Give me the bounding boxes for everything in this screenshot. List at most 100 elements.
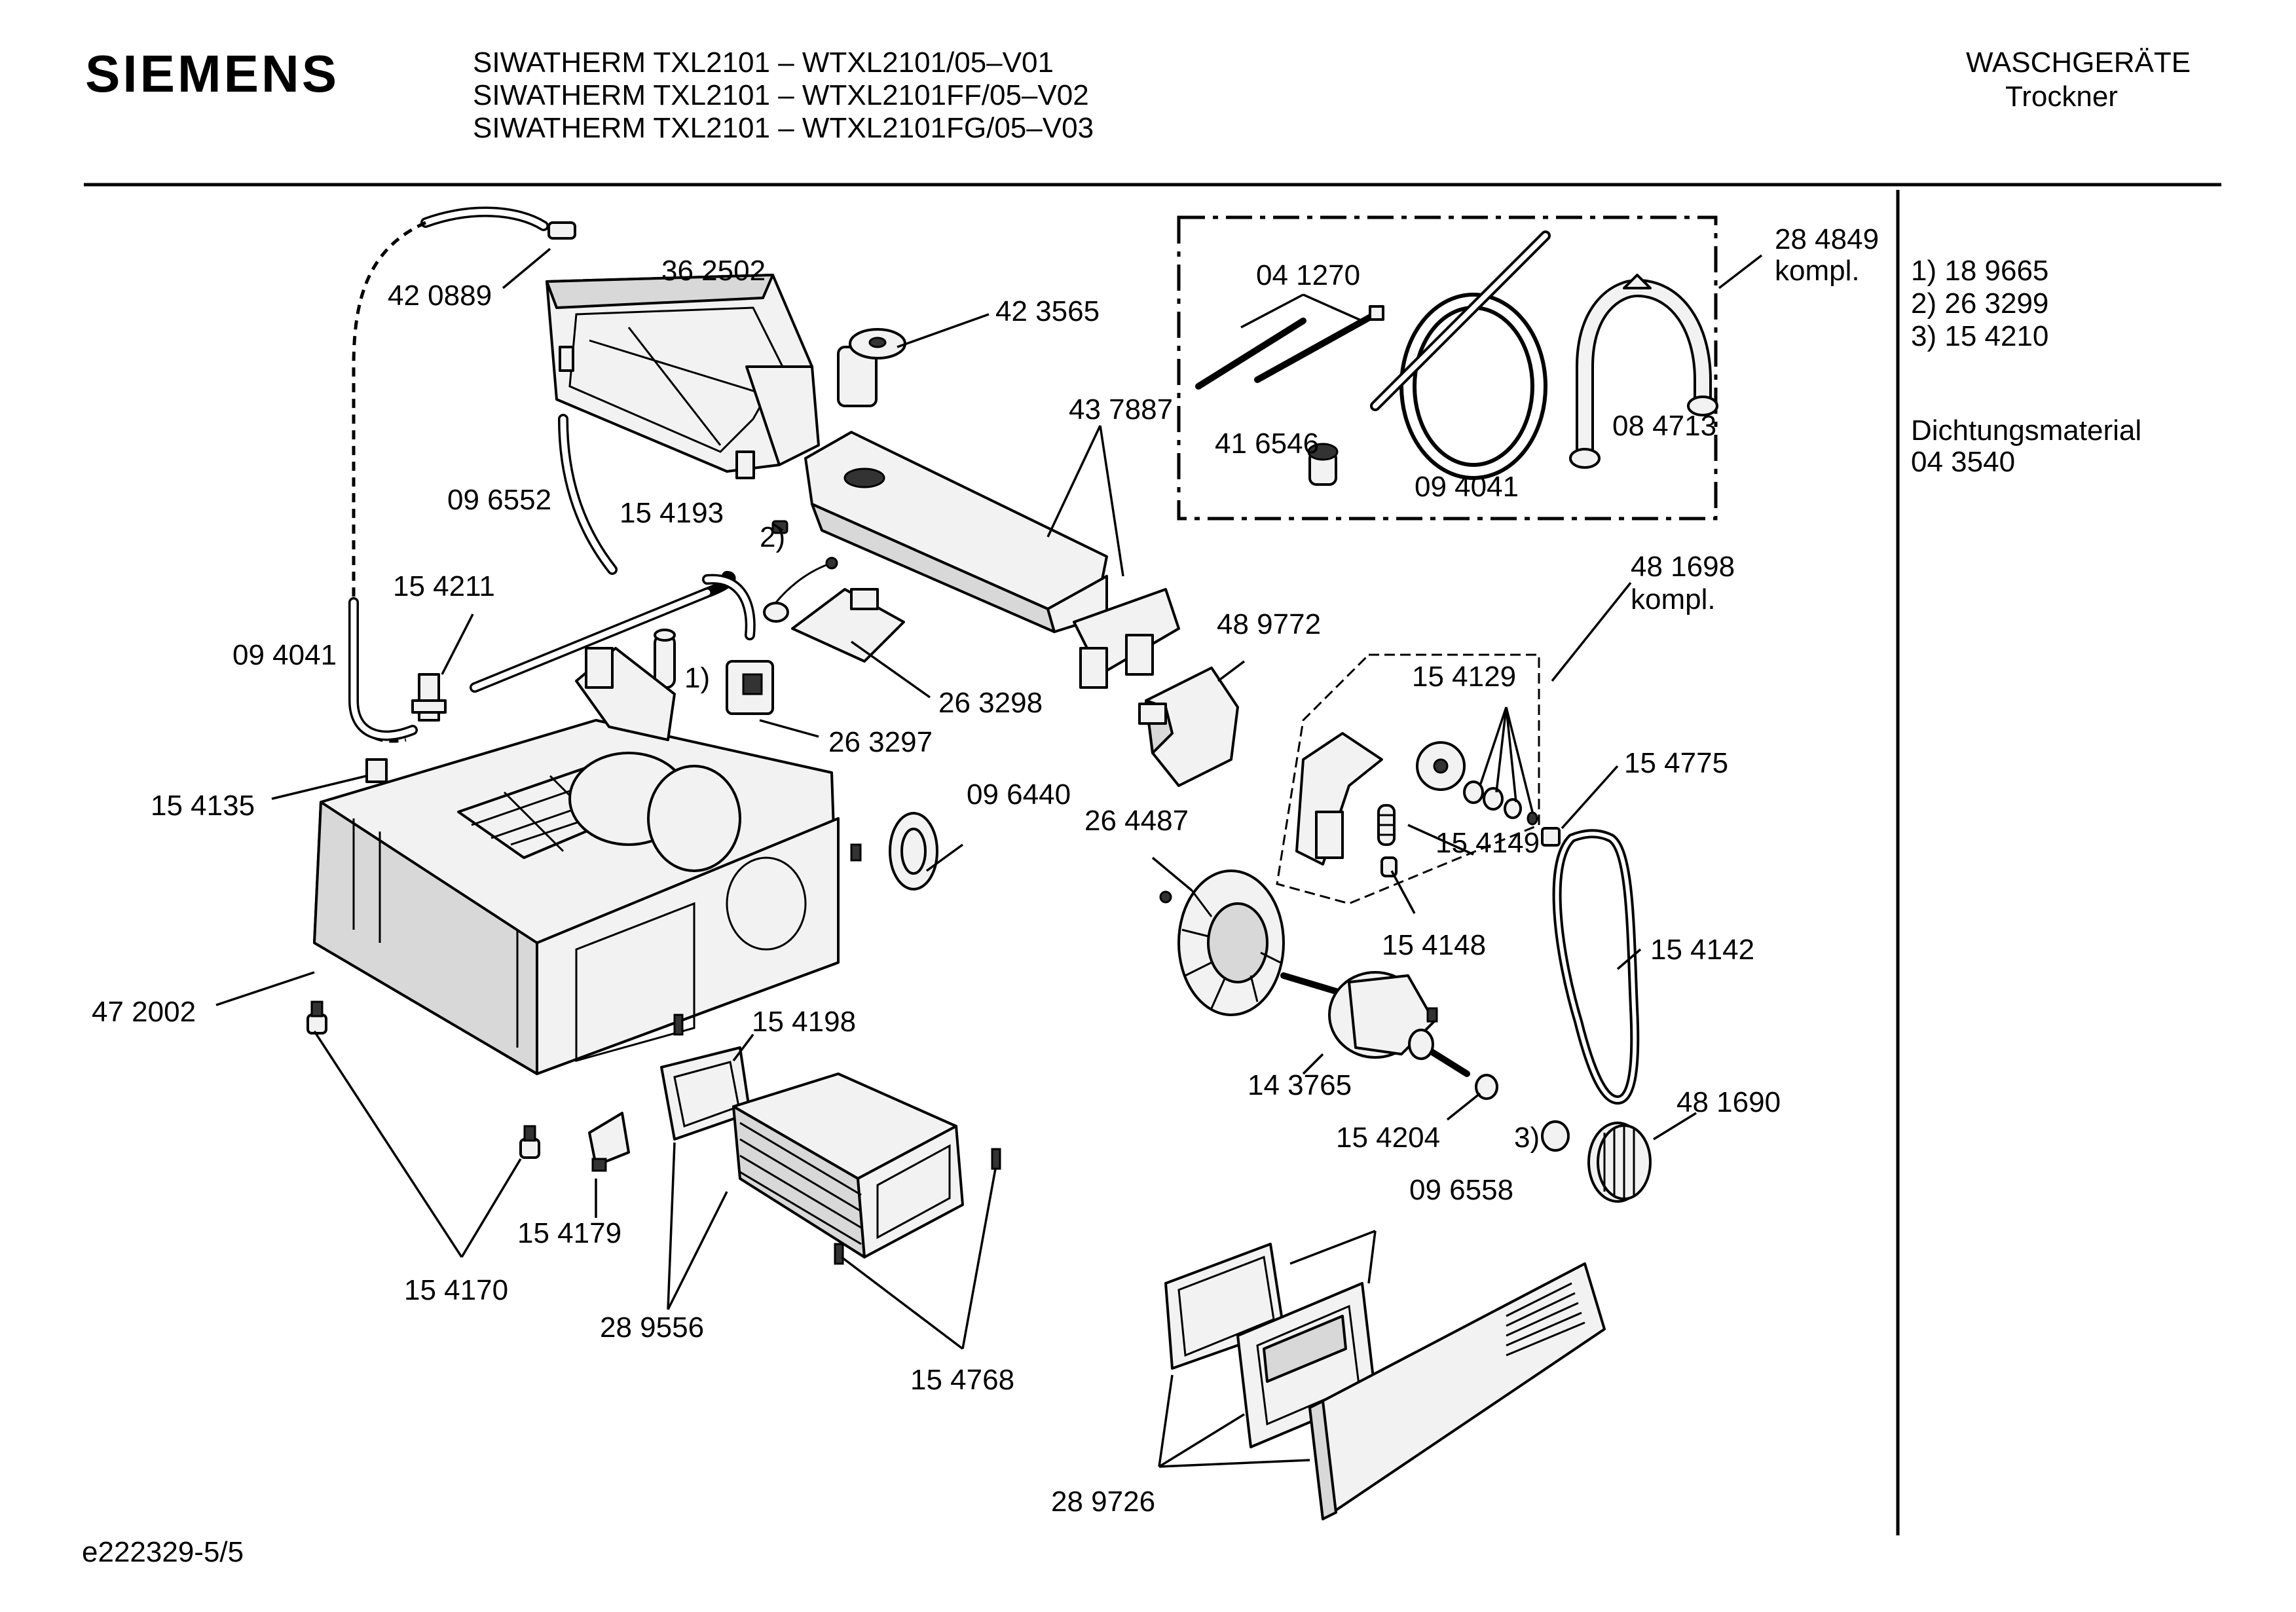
condenser-screw-1 bbox=[834, 1243, 844, 1265]
hose-connector-nozzle bbox=[1307, 443, 1339, 486]
label-264487: 26 4487 bbox=[1084, 805, 1189, 837]
condenser bbox=[732, 1072, 964, 1258]
drain-hose-lower bbox=[348, 597, 418, 741]
pulley-washers bbox=[1463, 780, 1538, 826]
clip-screw bbox=[673, 1014, 684, 1036]
motor-coupling bbox=[1475, 1074, 1498, 1100]
model-line-2: SIWATHERM TXL2101 – WTXL2101FF/05–V02 bbox=[473, 79, 1089, 111]
label-481698: 48 1698 bbox=[1631, 551, 1735, 583]
leader-lines bbox=[215, 247, 1763, 1468]
pump-bracket bbox=[791, 588, 905, 663]
fan-nut bbox=[1159, 890, 1172, 904]
label-154768: 15 4768 bbox=[910, 1364, 1014, 1396]
drive-motor bbox=[1280, 971, 1470, 1077]
label-420889: 42 0889 bbox=[388, 280, 492, 312]
brand-logo: SIEMENS bbox=[85, 45, 339, 103]
hose-connector bbox=[547, 221, 576, 240]
note-item-2: 2) 26 3299 bbox=[1911, 287, 2048, 320]
label-041270: 04 1270 bbox=[1256, 259, 1360, 291]
label-263298: 26 3298 bbox=[938, 687, 1043, 719]
label-note-1: 1) bbox=[684, 662, 710, 694]
label-154204: 15 4204 bbox=[1336, 1122, 1440, 1154]
subcategory-title: Trockner bbox=[2005, 81, 2118, 113]
foot-1 bbox=[306, 1000, 327, 1035]
pump-motor bbox=[726, 660, 774, 715]
label-154179: 15 4179 bbox=[517, 1217, 621, 1249]
cable-tie-1 bbox=[1195, 318, 1306, 390]
label-362502: 36 2502 bbox=[661, 255, 766, 287]
condenser-screw-2 bbox=[991, 1148, 1001, 1170]
label-437887: 43 7887 bbox=[1069, 394, 1173, 426]
label-096552: 09 6552 bbox=[447, 484, 551, 516]
label-096440: 09 6440 bbox=[967, 779, 1071, 811]
hose-bracket bbox=[1569, 274, 1718, 469]
label-note-3: 3) bbox=[1514, 1122, 1540, 1154]
seal-ring bbox=[889, 812, 938, 890]
tension-spring bbox=[1377, 804, 1396, 846]
foot-2 bbox=[519, 1125, 540, 1159]
label-note-2: 2) bbox=[760, 521, 785, 553]
label-kompl-2: kompl. bbox=[1631, 583, 1716, 615]
condensate-channel bbox=[804, 431, 1108, 633]
hose-coil bbox=[1370, 230, 1551, 480]
label-094041: 09 4041 bbox=[232, 639, 337, 671]
label-472002: 47 2002 bbox=[92, 996, 196, 1028]
hinge-clip bbox=[588, 1112, 630, 1172]
note-item-1: 1) 18 9665 bbox=[1911, 255, 2048, 287]
tensioner-bracket bbox=[1295, 732, 1383, 866]
model-line-1: SIWATHERM TXL2101 – WTXL2101/05–V01 bbox=[473, 46, 1054, 79]
part-labels: 42 0889 36 2502 42 3565 43 7887 09 6552 … bbox=[92, 223, 1879, 1518]
nut-3 bbox=[1541, 1120, 1570, 1152]
label-489772: 48 9772 bbox=[1217, 608, 1321, 640]
hose-holder bbox=[411, 673, 447, 722]
label-423565: 42 3565 bbox=[995, 295, 1100, 327]
label-154135: 15 4135 bbox=[151, 790, 255, 822]
label-481690: 48 1690 bbox=[1676, 1086, 1781, 1118]
label-094041-kit: 09 4041 bbox=[1415, 471, 1519, 503]
motor-pulley bbox=[1587, 1122, 1652, 1203]
label-154193: 15 4193 bbox=[620, 497, 724, 529]
label-289556: 28 9556 bbox=[600, 1311, 704, 1344]
screw-154775 bbox=[1541, 827, 1561, 847]
fan-bearing-mount bbox=[1138, 667, 1239, 787]
category-title: WASCHGERÄTE bbox=[1966, 46, 2191, 79]
control-panel-cover bbox=[1308, 1262, 1606, 1520]
label-154198: 15 4198 bbox=[752, 1006, 856, 1038]
drive-belt bbox=[1552, 829, 1640, 1105]
sealing-material-label: Dichtungsmaterial bbox=[1911, 414, 2141, 447]
small-screw bbox=[850, 843, 862, 862]
thermostat-sensor bbox=[763, 557, 838, 623]
label-263297: 26 3297 bbox=[828, 726, 933, 758]
base-clip bbox=[365, 758, 388, 783]
kit-box bbox=[1177, 215, 1718, 521]
water-container bbox=[546, 274, 820, 479]
tensioner-group-outline bbox=[1276, 653, 1540, 905]
clip-part bbox=[771, 520, 788, 534]
label-284849: 28 4849 bbox=[1775, 223, 1879, 255]
cable-tie-2 bbox=[1254, 311, 1379, 383]
float-switch bbox=[654, 629, 676, 689]
base-frame bbox=[313, 647, 840, 1075]
drain-hose-dashed bbox=[352, 221, 427, 743]
label-084713: 08 4713 bbox=[1612, 410, 1716, 442]
channel-cover bbox=[1073, 588, 1180, 689]
label-096558: 09 6558 bbox=[1409, 1174, 1513, 1206]
label-154170: 15 4170 bbox=[404, 1274, 508, 1306]
label-154148: 15 4148 bbox=[1382, 929, 1486, 961]
model-line-3: SIWATHERM TXL2101 – WTXL2101FG/05–V03 bbox=[473, 112, 1094, 144]
label-154775: 15 4775 bbox=[1624, 747, 1728, 779]
note-item-3: 3) 15 4210 bbox=[1911, 320, 2048, 352]
label-143765: 14 3765 bbox=[1248, 1069, 1352, 1101]
label-289726: 28 9726 bbox=[1051, 1486, 1155, 1518]
label-kompl-1: kompl. bbox=[1775, 255, 1860, 287]
label-154129: 15 4129 bbox=[1412, 661, 1516, 693]
diagram-code: e222329-5/5 bbox=[82, 1536, 244, 1568]
label-154142: 15 4142 bbox=[1650, 934, 1754, 966]
tension-pulley bbox=[1416, 741, 1466, 791]
sealing-material-number: 04 3540 bbox=[1911, 446, 2015, 478]
filler-cap bbox=[837, 328, 906, 407]
fan-wheel bbox=[1177, 870, 1285, 1016]
label-416546: 41 6546 bbox=[1215, 428, 1319, 460]
label-154149: 15 4149 bbox=[1435, 827, 1540, 859]
